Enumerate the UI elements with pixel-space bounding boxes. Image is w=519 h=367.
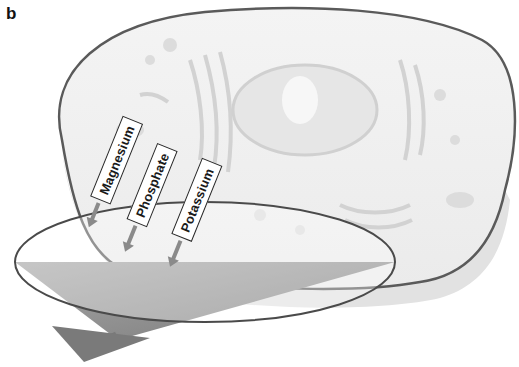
leader-arrow bbox=[128, 226, 136, 245]
efflux-arrow-head bbox=[52, 326, 150, 362]
nucleus bbox=[233, 65, 377, 155]
organelles bbox=[140, 52, 424, 228]
leader-arrowhead bbox=[168, 256, 179, 267]
panel-letter: b bbox=[6, 4, 16, 24]
nucleolus bbox=[282, 76, 318, 124]
leader-arrowhead bbox=[123, 241, 134, 252]
leader-arrowhead bbox=[87, 217, 98, 228]
cone-rim bbox=[15, 202, 395, 322]
leader-arrow bbox=[91, 203, 98, 221]
leader-arrow bbox=[173, 241, 181, 260]
